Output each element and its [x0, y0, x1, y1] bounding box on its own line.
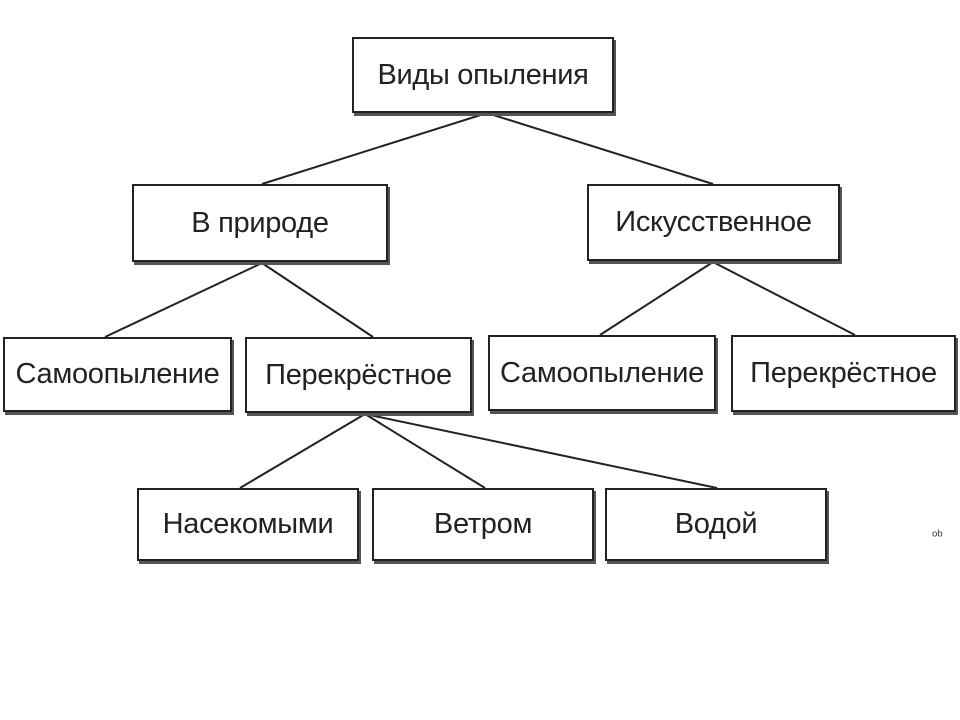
node-natural: В природе: [132, 184, 388, 262]
edge-cross-insects: [239, 413, 366, 489]
node-artificial: Искусственное: [587, 184, 840, 261]
edge-natural-self: [104, 262, 263, 338]
edge-artificial-self: [599, 261, 714, 336]
node-natural-cross-pollination: Перекрёстное: [245, 337, 472, 413]
edge-artificial-cross: [712, 261, 856, 336]
node-label: Ветром: [433, 508, 533, 540]
edge-cross-water: [364, 413, 718, 489]
node-natural-self-pollination: Самоопыление: [3, 337, 232, 412]
node-label: В природе: [191, 206, 329, 239]
node-label: Перекрёстное: [265, 358, 452, 391]
node-label: Перекрёстное: [750, 357, 937, 389]
node-label: Самоопыление: [500, 356, 704, 389]
node-label: Водой: [674, 508, 758, 540]
node-label: Виды опыления: [377, 58, 589, 91]
node-by-insects: Насекомыми: [137, 488, 359, 561]
node-label: Самоопыление: [15, 358, 220, 390]
node-label: Искусственное: [615, 206, 812, 238]
node-artificial-cross-pollination: Перекрёстное: [731, 335, 956, 412]
node-artificial-self-pollination: Самоопыление: [488, 335, 716, 411]
node-label: Насекомыми: [162, 508, 334, 540]
edge-cross-wind: [364, 413, 486, 489]
node-pollination-types: Виды опыления: [352, 37, 614, 113]
edge-root-artificial: [486, 112, 714, 185]
edge-natural-cross: [261, 262, 374, 338]
node-by-wind: Ветром: [372, 488, 594, 561]
corner-mark: ᵒᵇ: [932, 527, 943, 543]
edge-root-natural: [261, 112, 488, 185]
node-by-water: Водой: [605, 488, 827, 561]
